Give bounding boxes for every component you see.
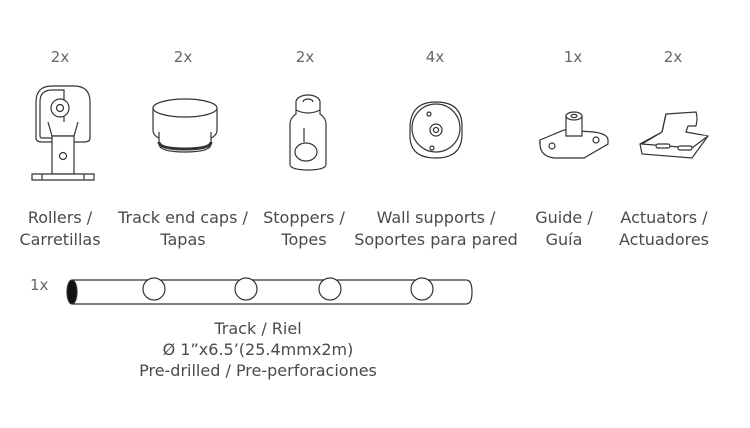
roller-icon <box>28 80 104 186</box>
qty-wall-supports: 4x <box>425 48 445 66</box>
label-rollers: Rollers / Carretillas <box>8 207 112 251</box>
label-stoppers: Stoppers / Topes <box>254 207 354 251</box>
label-wall-supports-es: Soportes para pared <box>354 230 518 249</box>
label-rollers-es: Carretillas <box>19 230 101 249</box>
qty-guide: 1x <box>563 48 583 66</box>
label-rollers-en: Rollers / <box>27 208 93 227</box>
label-actuators-en: Actuators / <box>620 208 708 227</box>
label-guide: Guide / Guía <box>524 207 604 251</box>
label-actuators: Actuators / Actuadores <box>612 207 716 251</box>
label-stoppers-en: Stoppers / <box>263 208 345 227</box>
stopper-icon <box>280 90 336 172</box>
end-cap-icon <box>145 92 225 158</box>
track-label-size: Ø 1”x6.5’(25.4mmx2m) <box>162 340 354 359</box>
label-stoppers-es: Topes <box>281 230 327 249</box>
qty-actuators: 2x <box>663 48 683 66</box>
label-guide-es: Guía <box>545 230 583 249</box>
wall-support-icon <box>404 96 468 162</box>
actuator-icon <box>636 108 712 162</box>
track-label-name: Track / Riel <box>214 319 302 338</box>
qty-stoppers: 2x <box>295 48 315 66</box>
label-wall-supports-en: Wall supports / <box>376 208 496 227</box>
qty-rollers: 2x <box>50 48 70 66</box>
track-label: Track / Riel Ø 1”x6.5’(25.4mmx2m) Pre-dr… <box>108 318 408 381</box>
label-actuators-es: Actuadores <box>618 230 710 249</box>
guide-icon <box>534 108 614 160</box>
label-end-caps-es: Tapas <box>160 230 206 249</box>
label-wall-supports: Wall supports / Soportes para pared <box>348 207 524 251</box>
label-end-caps: Track end caps / Tapas <box>110 207 256 251</box>
track-icon <box>62 272 478 312</box>
qty-end-caps: 2x <box>173 48 193 66</box>
label-end-caps-en: Track end caps / <box>118 208 248 227</box>
qty-track: 1x <box>30 276 49 294</box>
track-label-drilled: Pre-drilled / Pre-perforaciones <box>139 361 377 380</box>
label-guide-en: Guide / <box>535 208 593 227</box>
